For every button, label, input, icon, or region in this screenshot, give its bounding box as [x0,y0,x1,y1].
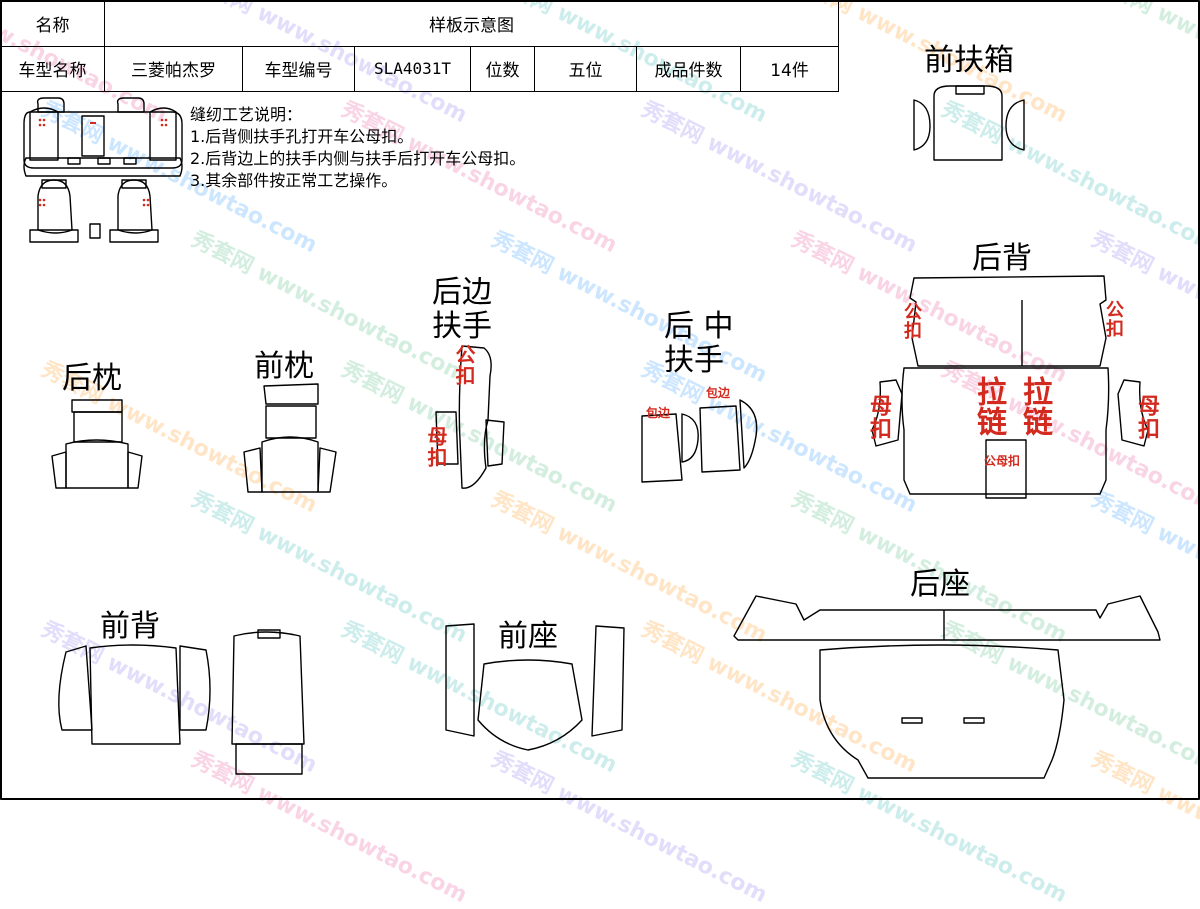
seats-label: 位数 [470,45,535,92]
part-name-front-seat: 前座 [498,619,558,654]
rear-side-armrest-male-snap: 公扣 [452,344,476,386]
rear-back-female-snap-right: 母扣 [1134,394,1159,440]
part-name-rear-headrest: 后枕 [62,361,122,396]
part-name-rear-back: 后背 [972,241,1032,276]
rear-back-male-snap-left: 公扣 [901,302,922,340]
part-name-rear-center-armrest-line1: 后 中 [664,309,734,344]
rear-back-zipper-right: 拉链 [1017,376,1052,436]
front-seat-pieces [445,623,625,751]
rear-center-armrest-edge-binding-left: 包边 [646,406,671,420]
rear-center-armrest-pieces [641,399,758,483]
rear-back-zipper-left: 拉链 [971,376,1006,436]
pieces-value: 14件 [739,45,840,92]
rear-side-armrest-pieces [435,345,505,489]
front-headrest-pieces [243,383,337,493]
overview-snap-dots [38,118,168,207]
model-name-value: 三菱帕杰罗 [104,45,243,92]
rear-headrest-pieces [51,399,143,489]
front-back-pieces [58,629,305,775]
rear-back-male-female-snap: 公母扣 [984,454,1021,468]
model-code-label: 车型编号 [242,45,355,92]
notes-item-2: 2.后背边上的扶手内侧与扶手后打开车公母扣。 [190,149,526,168]
rear-side-armrest-female-snap: 母扣 [424,426,448,468]
rear-back-male-snap-right: 公扣 [1103,300,1124,338]
notes-title: 缝纫工艺说明： [190,105,303,124]
notes-item-3: 3.其余部件按正常工艺操作。 [190,171,398,190]
rear-back-pieces [871,275,1149,499]
model-name-label: 车型名称 [0,45,105,92]
part-name-front-armbox: 前扶箱 [924,43,1014,78]
pieces-label: 成品件数 [636,45,741,92]
seats-value: 五位 [534,45,637,92]
front-armbox-pieces [913,85,1025,161]
notes-item-1: 1.后背侧扶手孔打开车公母扣。 [190,127,414,146]
sheet-title: 样板示意图 [103,0,840,47]
sewing-notes: 缝纫工艺说明： 1.后背侧扶手孔打开车公母扣。 2.后背边上的扶手内侧与扶手后打… [190,104,525,192]
part-name-rear-side-armrest-line1: 后边 [432,275,492,310]
seat-overview-thumbnail [23,97,183,243]
part-name-front-headrest: 前枕 [254,349,314,384]
rear-seat-pieces [733,595,1161,779]
part-name-rear-center-armrest-line2: 扶手 [664,343,724,378]
part-name-front-back: 前背 [100,609,160,644]
name-label: 名称 [0,0,105,47]
rear-center-armrest-edge-binding-right: 包边 [706,386,731,400]
part-name-rear-seat: 后座 [910,567,970,602]
spec-header-table: 名称 样板示意图 车型名称 三菱帕杰罗 车型编号 SLA4031T 位数 五位 … [0,0,840,92]
part-name-rear-side-armrest-line2: 扶手 [432,309,492,344]
model-code-value: SLA4031T [354,45,471,92]
rear-back-female-snap-left: 母扣 [866,394,891,440]
